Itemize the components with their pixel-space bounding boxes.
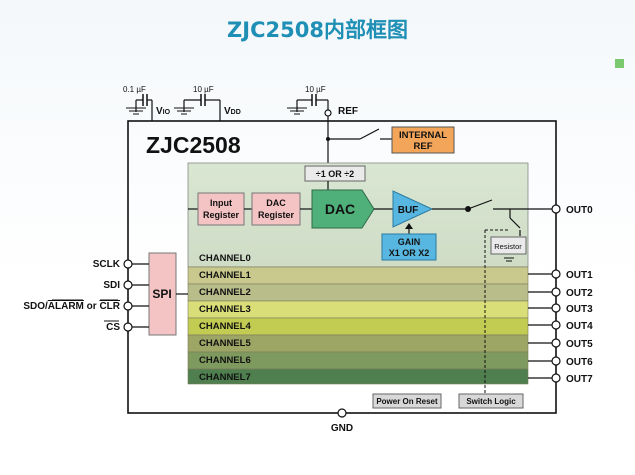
ref-pin-label: REF <box>338 106 358 117</box>
sdo-pin <box>123 301 133 311</box>
dac-label: DAC <box>325 201 355 217</box>
channel-5-label: CHANNEL5 <box>199 338 251 349</box>
spi-label: SPI <box>152 287 171 301</box>
internal-ref-block <box>391 126 455 154</box>
sclk-label: SCLK <box>93 259 121 270</box>
out4-label: OUT4 <box>566 321 593 332</box>
channel-6-label: CHANNEL6 <box>199 355 251 366</box>
out6-label: OUT6 <box>566 357 593 368</box>
channel-stack: CHANNEL0CHANNEL1CHANNEL2CHANNEL3CHANNEL4… <box>187 253 529 385</box>
out2-label: OUT2 <box>566 288 593 299</box>
output-switch <box>467 199 556 236</box>
vdd-capacitor: 10 µF VDD <box>174 85 241 121</box>
out6-pin <box>551 356 561 366</box>
sdo-label: SDO/ALARM or CLR <box>23 301 120 312</box>
channel-0-label: CHANNEL0 <box>199 253 251 264</box>
out1-pin <box>551 269 561 279</box>
vio-capacitor: 0.1 µF VIO <box>123 85 171 121</box>
channel-2-label: CHANNEL2 <box>199 287 251 298</box>
sclk-pin <box>123 259 133 269</box>
corner-marker <box>615 59 624 68</box>
internal-ref-label-2: REF <box>414 141 433 152</box>
out7-label: OUT7 <box>566 374 593 385</box>
vio-pin-label: VIO <box>156 106 171 117</box>
power-on-reset-label: Power On Reset <box>376 397 438 406</box>
out0-pin <box>551 204 561 214</box>
ref-capacitor: 10 µF REF <box>287 85 358 166</box>
resistor-block <box>490 236 527 255</box>
out3-label: OUT3 <box>566 304 593 315</box>
out5-pin <box>551 338 561 348</box>
channel-4-label: CHANNEL4 <box>199 321 251 332</box>
channel-3-label: CHANNEL3 <box>199 304 251 315</box>
out4-pin <box>551 320 561 330</box>
channel-7-label: CHANNEL7 <box>199 372 251 383</box>
vdd-pin-label: VDD <box>224 106 241 117</box>
dac-register-label-2: Register <box>258 210 295 220</box>
figure-title: ZJC2508内部框图 <box>227 18 408 42</box>
channel-1-label: CHANNEL1 <box>199 270 251 281</box>
internal-ref-label-1: INTERNAL <box>399 130 447 141</box>
out3-pin <box>551 303 561 313</box>
switch-logic-label: Switch Logic <box>466 397 516 406</box>
left-pins: SCLK SDI SDO/ALARM or CLR CS <box>23 259 149 333</box>
internal-ref-switch <box>326 128 392 141</box>
divider-block <box>304 165 366 182</box>
dac-block <box>311 189 375 229</box>
out5-label: OUT5 <box>566 339 593 350</box>
cs-pin <box>123 322 133 332</box>
spi-block <box>148 252 177 336</box>
cs-label: CS <box>106 322 120 333</box>
gain-block <box>381 233 437 261</box>
channel-7-bar <box>187 368 529 385</box>
input-register-label-2: Register <box>203 210 240 220</box>
vio-cap-value: 0.1 µF <box>123 85 146 94</box>
chip-name: ZJC2508 <box>146 132 241 158</box>
vdd-cap-value: 10 µF <box>193 85 214 94</box>
switch-logic-block <box>458 393 524 409</box>
sdi-label: SDI <box>103 280 120 291</box>
out7-pin <box>551 373 561 383</box>
out0-label: OUT0 <box>566 205 593 216</box>
buffer-label: BUF <box>398 205 419 216</box>
power-on-reset-block <box>372 393 442 409</box>
sdi-pin <box>123 280 133 290</box>
gain-label-1: GAIN <box>398 237 421 247</box>
gain-label-2: X1 OR X2 <box>389 248 430 258</box>
out2-pin <box>551 287 561 297</box>
resistor-label: Resistor <box>494 242 522 251</box>
divider-label: ÷1 OR ÷2 <box>316 169 354 179</box>
gnd-pin <box>337 408 347 418</box>
ref-cap-value: 10 µF <box>305 85 326 94</box>
gnd-label: GND <box>331 423 353 434</box>
buffer-block <box>392 190 434 228</box>
input-register-block <box>197 192 245 226</box>
dac-register-label-1: DAC <box>266 198 286 208</box>
out1-label: OUT1 <box>566 270 593 281</box>
input-register-label-1: Input <box>210 198 232 208</box>
